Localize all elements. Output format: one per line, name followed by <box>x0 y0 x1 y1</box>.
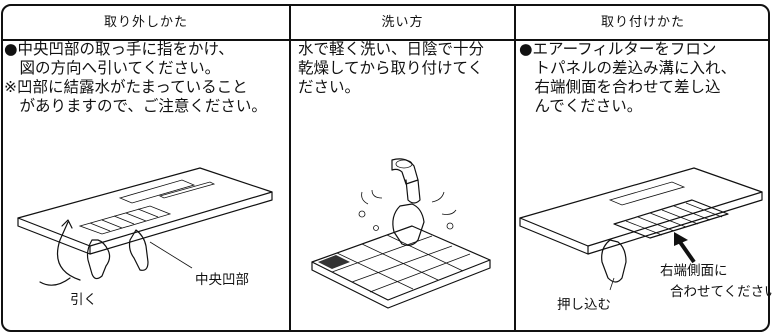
instruction-line: ※凹部に結露水がたまっていること <box>4 78 248 96</box>
instruction-line: んでください。 <box>519 97 643 115</box>
instruction-line: 乾燥してから取り付けてく <box>298 59 484 77</box>
instruction-line: ださい。 <box>298 78 361 96</box>
removal-illustration <box>10 160 280 320</box>
center-recess-label: 中央凹部 <box>195 272 249 288</box>
instruction-line: ●中央凹部の取っ手に指をかけ、 <box>4 40 234 58</box>
right-side-label-1: 右端側面に <box>660 263 728 279</box>
instruction-line: ●エアーフィルターをフロン <box>519 40 717 58</box>
removal-instructions: ●中央凹部の取っ手に指をかけ、 図の方向へ引いてください。 ※凹部に結露水がたま… <box>4 40 267 116</box>
instruction-line: トパネルの差込み溝に入れ、 <box>519 59 737 77</box>
instruction-line: がありますので、ご注意ください。 <box>4 97 267 115</box>
table-header-row <box>3 6 768 41</box>
header-removal: 取り外しかた <box>103 15 188 30</box>
installation-illustration <box>514 150 768 326</box>
header-washing: 洗い方 <box>381 15 424 30</box>
column-divider <box>514 6 516 330</box>
push-in-label: 押し込む <box>557 297 611 313</box>
washing-instructions: 水で軽く洗い、日陰で十分 乾燥してから取り付けてく ださい。 <box>298 40 484 97</box>
instruction-line: 右端側面を合わせて差し込 <box>519 78 721 96</box>
instruction-line: 図の方向へ引いてください。 <box>4 59 221 77</box>
instruction-table: 取り外しかた 洗い方 取り付けかた <box>1 4 770 332</box>
header-installation: 取り付けかた <box>600 15 685 30</box>
instruction-line: 水で軽く洗い、日陰で十分 <box>298 40 485 58</box>
right-side-label-2: 合わせてください <box>670 284 773 300</box>
pull-label: 引く <box>70 292 97 308</box>
washing-illustration <box>292 150 507 320</box>
installation-instructions: ●エアーフィルターをフロン トパネルの差込み溝に入れ、 右端側面を合わせて差し込… <box>519 40 736 116</box>
column-divider <box>289 6 291 330</box>
